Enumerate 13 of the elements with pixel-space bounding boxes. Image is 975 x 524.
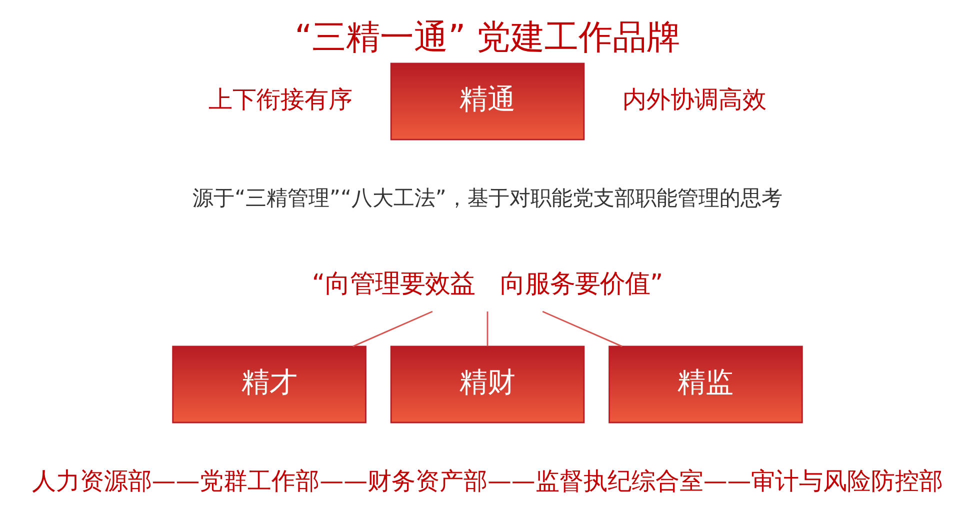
node-text: “向管理要效益 向服务要价值”	[312, 268, 664, 298]
node-label: 内外协调高效	[622, 85, 766, 114]
node-box: 精才	[172, 346, 366, 424]
label: 源于“三精管理”“八大工法”，基于对职能党支部职能管理的思考	[192, 184, 782, 210]
connector	[486, 312, 488, 346]
diagram-title: “三精一通” 党建工作品牌	[294, 17, 680, 56]
label: 人力资源部——党群工作部——财务资产部——监督执纪综合室——审计与风险防控部	[32, 466, 944, 495]
connector	[542, 310, 622, 348]
node-box: 精监	[608, 346, 803, 424]
node-box: 精财	[390, 346, 585, 424]
node-label: 上下衔接有序	[208, 85, 353, 114]
node-box: 精通	[390, 62, 585, 140]
connector	[352, 310, 433, 348]
